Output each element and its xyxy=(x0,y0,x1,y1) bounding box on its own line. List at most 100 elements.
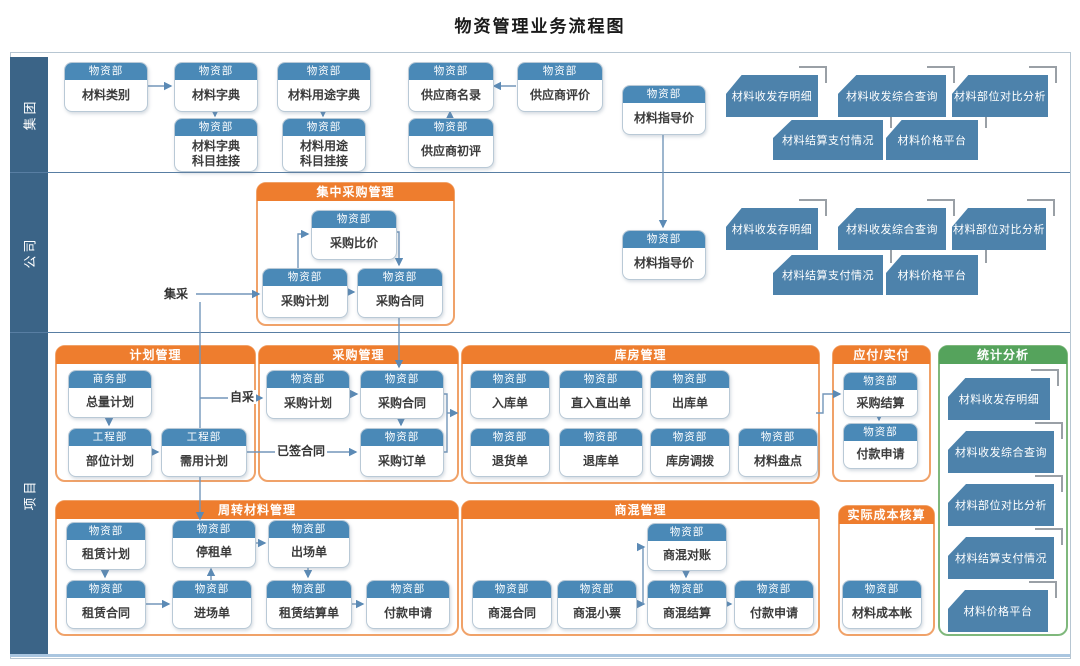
flow-node: 物资部出库单 xyxy=(650,370,730,419)
node-label: 商混合同 xyxy=(487,605,536,620)
node-label: 供应商评价 xyxy=(529,88,590,102)
report-corner-bracket xyxy=(927,66,955,83)
node-dept-label: 物资部 xyxy=(65,63,147,80)
flow-node: 物资部库房调拨 xyxy=(650,428,730,477)
report-shape: 材料价格平台 xyxy=(886,120,978,160)
flow-node: 商务部总量计划 xyxy=(68,370,152,418)
report-shape: 材料结算支付情况 xyxy=(948,537,1054,579)
node-dept-label: 物资部 xyxy=(175,63,257,80)
node-label: 进场单 xyxy=(193,605,230,620)
flow-node: 物资部采购订单 xyxy=(360,428,444,477)
node-dept-label: 物资部 xyxy=(560,429,642,446)
report-corner-bracket xyxy=(1035,475,1063,492)
flow-node: 物资部材料用途字典 xyxy=(277,62,371,112)
flow-node: 物资部入库单 xyxy=(470,370,550,419)
node-dept-label: 物资部 xyxy=(471,429,549,446)
report-corner-bracket xyxy=(799,199,827,216)
node-label: 材料字典 xyxy=(191,88,240,102)
node-label: 材料指导价 xyxy=(633,256,694,270)
node-dept-label: 物资部 xyxy=(278,63,370,80)
report-shape: 材料收发存明细 xyxy=(726,208,818,250)
edge-label: 已签合同 xyxy=(275,444,328,458)
node-label: 部位计划 xyxy=(85,453,134,468)
report-corner-bracket xyxy=(927,199,955,216)
flow-node: 工程部需用计划 xyxy=(161,428,247,477)
node-label: 付款申请 xyxy=(383,605,432,620)
flow-node: 物资部采购合同 xyxy=(360,370,444,419)
node-label: 采购计划 xyxy=(283,395,332,410)
node-dept-label: 物资部 xyxy=(361,371,443,388)
flow-node: 物资部材料指导价 xyxy=(622,85,706,135)
report-shape: 材料收发存明细 xyxy=(726,75,818,117)
report-shape: 材料收发存明细 xyxy=(948,378,1050,420)
node-label: 采购订单 xyxy=(377,453,426,468)
lane-label-text: 项目 xyxy=(22,477,38,511)
report-shape: 材料收发综合查询 xyxy=(838,75,946,117)
report-shape: 材料部位对比分析 xyxy=(952,75,1048,117)
node-dept-label: 工程部 xyxy=(162,429,246,446)
node-dept-label: 物资部 xyxy=(283,119,365,136)
node-label: 租赁合同 xyxy=(81,605,130,620)
node-dept-label: 工程部 xyxy=(69,429,151,446)
report-shape: 材料部位对比分析 xyxy=(948,484,1054,526)
flow-node: 物资部材料类别 xyxy=(64,62,148,112)
node-dept-label: 物资部 xyxy=(367,581,449,598)
node-label: 付款申请 xyxy=(856,447,905,461)
lane-label: 集团 xyxy=(10,84,48,144)
flow-node: 工程部部位计划 xyxy=(68,428,152,477)
flow-node: 物资部停租单 xyxy=(172,520,256,568)
node-label: 直入直出单 xyxy=(570,395,631,410)
node-dept-label: 物资部 xyxy=(409,119,493,136)
node-label: 材料指导价 xyxy=(633,111,694,125)
flow-node: 物资部商混小票 xyxy=(557,580,637,629)
flow-node: 物资部采购结算 xyxy=(843,372,918,417)
flow-node: 物资部材料字典 xyxy=(174,62,258,112)
group-header: 应付/实付 xyxy=(833,346,930,364)
flow-node: 物资部租赁计划 xyxy=(66,522,146,570)
node-label: 供应商名录 xyxy=(420,88,481,102)
edge-label: 自采 xyxy=(228,390,257,404)
report-shape: 材料收发综合查询 xyxy=(838,208,946,250)
flow-node: 物资部采购比价 xyxy=(311,210,397,260)
node-label: 材料字典 科目挂接 xyxy=(191,138,240,168)
node-dept-label: 物资部 xyxy=(623,231,705,248)
flow-node: 物资部采购合同 xyxy=(357,268,443,318)
node-label: 出库单 xyxy=(671,395,708,410)
lane-label: 公司 xyxy=(10,222,48,282)
node-dept-label: 物资部 xyxy=(67,581,145,598)
flow-node: 物资部付款申请 xyxy=(843,423,918,469)
flow-node: 物资部租赁结算单 xyxy=(266,580,352,629)
node-label: 出场单 xyxy=(290,545,327,559)
flow-node: 物资部退货单 xyxy=(470,428,550,477)
node-dept-label: 物资部 xyxy=(471,371,549,388)
node-label: 商混结算 xyxy=(662,605,711,620)
node-dept-label: 物资部 xyxy=(558,581,636,598)
node-label: 材料用途字典 xyxy=(287,88,360,102)
node-dept-label: 物资部 xyxy=(267,581,351,598)
flow-node: 物资部材料盘点 xyxy=(738,428,818,477)
node-label: 供应商初评 xyxy=(420,144,481,158)
lane-label-text: 集团 xyxy=(22,97,38,131)
node-dept-label: 物资部 xyxy=(263,269,347,286)
node-dept-label: 物资部 xyxy=(623,86,705,103)
node-label: 采购计划 xyxy=(280,294,329,308)
report-shape: 材料收发综合查询 xyxy=(948,431,1054,473)
flow-node: 物资部材料指导价 xyxy=(622,230,706,280)
edge-label: 集采 xyxy=(162,287,191,301)
node-dept-label: 物资部 xyxy=(648,581,726,598)
node-label: 材料类别 xyxy=(81,88,130,102)
flow-node: 物资部材料字典 科目挂接 xyxy=(174,118,258,172)
flow-node: 物资部材料用途 科目挂接 xyxy=(282,118,366,172)
node-label: 退货单 xyxy=(491,453,528,468)
node-label: 需用计划 xyxy=(179,453,228,468)
node-dept-label: 物资部 xyxy=(518,63,602,80)
report-corner-bracket xyxy=(1035,422,1063,439)
node-dept-label: 物资部 xyxy=(844,424,917,441)
flow-node: 物资部付款申请 xyxy=(734,580,814,629)
flow-node: 物资部进场单 xyxy=(172,580,252,629)
node-label: 采购比价 xyxy=(329,236,378,250)
flow-node: 物资部商混对账 xyxy=(647,523,727,571)
report-shape: 材料价格平台 xyxy=(948,590,1048,632)
node-label: 商混小票 xyxy=(572,605,621,620)
group-header: 实际成本核算 xyxy=(839,506,934,524)
